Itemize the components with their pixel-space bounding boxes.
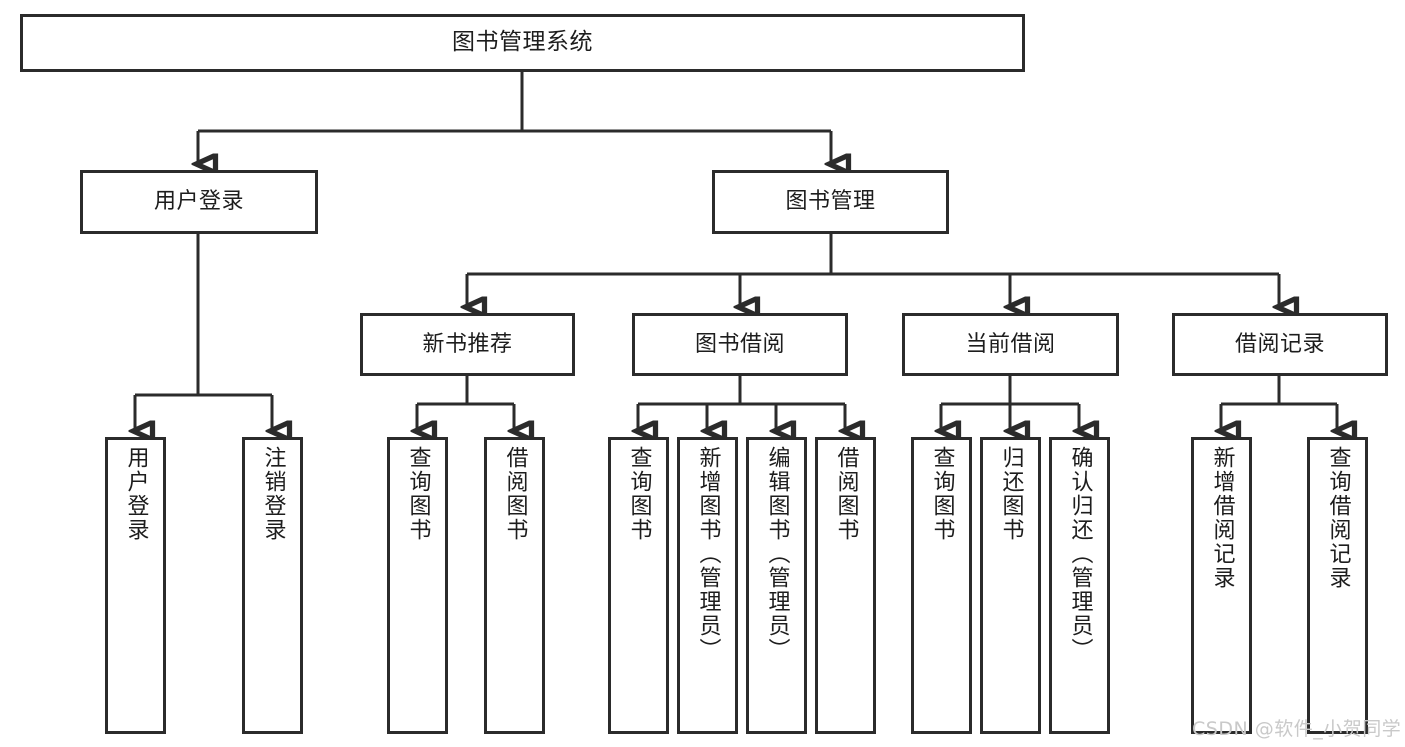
- node-label: 归还图书: [998, 446, 1024, 542]
- node-label: 用户登录: [153, 189, 244, 215]
- node-label: 借阅记录: [1234, 331, 1325, 357]
- node-label: 图书管理系统: [452, 29, 593, 56]
- leaf-user-login-logout[interactable]: 注销登录: [242, 437, 303, 734]
- node-label: 图书管理: [785, 189, 876, 215]
- node-label: 确认归还（管理员）: [1067, 446, 1093, 662]
- node-label: 当前借阅: [965, 331, 1056, 357]
- node-label: 用户登录: [123, 446, 149, 542]
- leaf-borrow-record-add[interactable]: 新增借阅记录: [1191, 437, 1252, 734]
- node-label: 新增借阅记录: [1209, 446, 1235, 590]
- node-label: 借阅图书: [502, 446, 528, 542]
- node-root-book-management-system[interactable]: 图书管理系统: [20, 14, 1025, 72]
- node-current-borrow[interactable]: 当前借阅: [902, 313, 1119, 376]
- node-label: 查询图书: [929, 446, 955, 542]
- node-borrow-record[interactable]: 借阅记录: [1172, 313, 1388, 376]
- node-book-borrow[interactable]: 图书借阅: [632, 313, 848, 376]
- leaf-new-book-borrow[interactable]: 借阅图书: [484, 437, 545, 734]
- csdn-watermark: CSDN @软件_小贺同学: [1192, 718, 1402, 740]
- node-label: 编辑图书（管理员）: [764, 446, 790, 662]
- node-label: 图书借阅: [694, 331, 785, 357]
- leaf-current-borrow-query[interactable]: 查询图书: [911, 437, 972, 734]
- node-label: 注销登录: [260, 446, 286, 542]
- node-user-login[interactable]: 用户登录: [80, 170, 318, 234]
- leaf-book-borrow-query[interactable]: 查询图书: [608, 437, 669, 734]
- node-label: 新书推荐: [422, 331, 513, 357]
- leaf-borrow-record-query[interactable]: 查询借阅记录: [1307, 437, 1368, 734]
- leaf-book-borrow-add-admin[interactable]: 新增图书（管理员）: [677, 437, 738, 734]
- node-label: 借阅图书: [833, 446, 859, 542]
- node-new-book-recommend[interactable]: 新书推荐: [360, 313, 575, 376]
- leaf-user-login-login[interactable]: 用户登录: [105, 437, 166, 734]
- leaf-new-book-query[interactable]: 查询图书: [387, 437, 448, 734]
- node-label: 新增图书（管理员）: [695, 446, 721, 662]
- node-label: 查询图书: [405, 446, 431, 542]
- leaf-book-borrow-edit-admin[interactable]: 编辑图书（管理员）: [746, 437, 807, 734]
- leaf-book-borrow-borrow[interactable]: 借阅图书: [815, 437, 876, 734]
- node-label: 查询借阅记录: [1325, 446, 1351, 590]
- leaf-current-borrow-return[interactable]: 归还图书: [980, 437, 1041, 734]
- leaf-current-borrow-confirm-admin[interactable]: 确认归还（管理员）: [1049, 437, 1110, 734]
- node-book-management[interactable]: 图书管理: [712, 170, 949, 234]
- node-label: 查询图书: [626, 446, 652, 542]
